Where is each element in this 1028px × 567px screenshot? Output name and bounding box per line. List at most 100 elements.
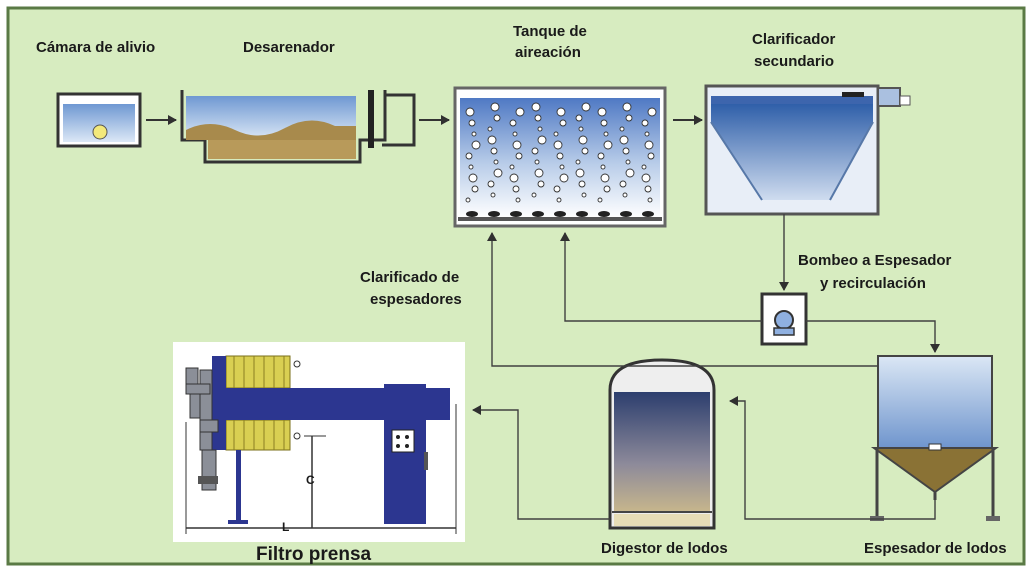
air-diffuser [642,211,654,217]
air-bubble [515,107,525,117]
air-bubble [512,140,522,150]
filtro-prensa: C L [173,342,465,542]
air-bubble [490,192,496,198]
air-bubble [553,140,563,150]
air-bubble [487,126,493,132]
air-bubble [493,159,499,165]
tanque-de-aireacion [453,86,667,228]
air-bubble [625,114,633,122]
air-bubble [622,192,628,198]
air-bubble [581,147,589,155]
air-bubble [619,126,625,132]
bomba [760,292,808,346]
air-bubble [647,107,657,117]
espesador-de-lodos [870,355,1000,521]
air-bubble [647,197,653,203]
clarificador-secundario [704,84,911,216]
label-filtro: Filtro prensa [256,544,372,565]
air-bubble [575,114,583,122]
air-diffuser [554,211,566,217]
air-bubble [578,180,586,188]
air-bubble [487,180,495,188]
label-tanque-line1: Tanque de [513,23,587,40]
label-digestor: Digestor de lodos [601,540,728,557]
connectors [472,214,940,520]
air-bubble [600,119,608,127]
air-bubble [600,173,610,183]
air-bubble [509,164,515,170]
air-bubble [468,164,474,170]
air-bubble [493,168,503,178]
air-bubble [515,152,523,160]
label-espesador: Espesador de lodos [864,540,1007,557]
air-bubble [622,147,630,155]
air-bubble [531,147,539,155]
dimension-l: L [282,520,289,534]
air-bubble [559,119,567,127]
air-bubble [597,107,607,117]
flow-arrow-to-filtro [472,405,610,520]
air-bubble [556,107,566,117]
label-clarificador-line1: Clarificador [752,31,836,48]
air-bubble [490,147,498,155]
air-bubble [559,164,565,170]
air-bubble [471,185,479,193]
air-bubble [641,119,649,127]
label-desarenador: Desarenador [243,39,335,56]
air-bubble [644,140,654,150]
air-bubble [556,197,562,203]
air-bubble [537,180,545,188]
air-bubble [553,185,561,193]
air-diffuser [466,211,478,217]
air-bubble [471,140,481,150]
air-bubble [534,159,540,165]
flow-arrow-to-digestor [729,396,936,520]
label-bombeo-line2: y recirculación [820,275,926,292]
air-diffuser [532,211,544,217]
air-bubble [597,152,605,160]
dimension-c: C [306,473,315,487]
air-bubble [619,180,627,188]
air-bubble [468,119,476,127]
air-bubble [534,168,544,178]
air-bubble [487,135,497,145]
air-bubble [537,135,547,145]
air-bubble [581,102,591,112]
air-bubble [537,126,543,132]
air-bubble [625,168,635,178]
air-bubbles [465,102,657,217]
camara-de-alivio [56,92,142,148]
label-clarificado-line1: Clarificado de [360,269,459,286]
label-tanque-line2: aireación [515,44,581,61]
air-bubble [603,131,609,137]
air-bubble [509,173,519,183]
label-clarificador-line2: secundario [754,53,834,70]
air-bubble [471,131,477,137]
air-bubble [575,168,585,178]
air-bubble [641,173,651,183]
air-bubble [600,164,606,170]
digestor-de-lodos [608,358,716,530]
label-clarificado-line2: espesadores [370,291,462,308]
air-bubble [597,197,603,203]
air-bubble [531,192,537,198]
air-bubble [490,102,500,112]
air-bubble [512,131,518,137]
labels: Cámara de alivio Desarenador Tanque de a… [36,23,1007,565]
air-bubble [531,102,541,112]
air-bubble [465,107,475,117]
air-diffuser [510,211,522,217]
air-diffuser [576,211,588,217]
air-bubble [512,185,520,193]
air-diffuser [598,211,610,217]
air-diffuser [488,211,500,217]
desarenador [180,90,416,164]
air-diffuser [620,211,632,217]
air-bubble [647,152,655,160]
air-bubble [534,114,542,122]
air-bubble [581,192,587,198]
label-bombeo-line1: Bombeo a Espesador [798,252,952,269]
air-bubble [559,173,569,183]
air-bubble [578,135,588,145]
air-bubble [465,152,473,160]
